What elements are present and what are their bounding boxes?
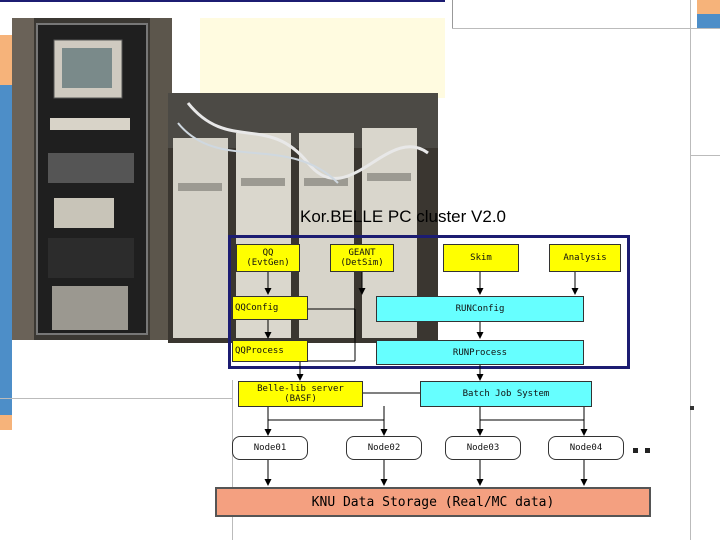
node01-box: Node01 [232,436,308,460]
runprocess-box: RUNProcess [376,340,584,365]
accent-line-vertical-2 [690,0,691,540]
dot-marker-2 [633,448,638,453]
runconfig-box: RUNConfig [376,296,584,322]
skim-box: Skim [443,244,519,272]
node04-box: Node04 [548,436,624,460]
geant-detsim-box: GEANT (DetSim) [330,244,394,272]
accent-bar-left-orange [0,35,12,85]
analysis-box: Analysis [549,244,621,272]
accent-line-horizontal [452,28,720,29]
batch-job-system-box: Batch Job System [420,381,592,407]
accent-line-horizontal-3 [0,398,232,399]
accent-line-vertical-3 [232,380,233,540]
qqprocess-box: QQProcess [232,340,308,362]
accent-bar-right-orange [697,0,720,14]
node03-box: Node03 [445,436,521,460]
accent-bar-cream [200,18,445,98]
qqconfig-box: QQConfig [232,296,308,320]
knu-data-storage-box: KNU Data Storage (Real/MC data) [215,487,651,517]
accent-bar-right-blue [697,14,720,28]
dot-marker-3 [645,448,650,453]
dot-marker [690,406,694,410]
accent-bar-left-blue [0,85,12,415]
accent-line-vertical [452,0,453,28]
diagram-title: Kor.BELLE PC cluster V2.0 [300,207,506,226]
rack-cabinet-photo [12,18,172,340]
accent-bar-top-navy [0,0,445,2]
diagram-frame [228,235,630,369]
accent-bar-left-orange-bottom [0,415,12,430]
belle-lib-server-box: Belle-lib server (BASF) [238,381,363,407]
node02-box: Node02 [346,436,422,460]
accent-line-horizontal-2 [690,155,720,156]
rack-cabinet-illustration [12,18,172,340]
qq-evtgen-box: QQ (EvtGen) [236,244,300,272]
